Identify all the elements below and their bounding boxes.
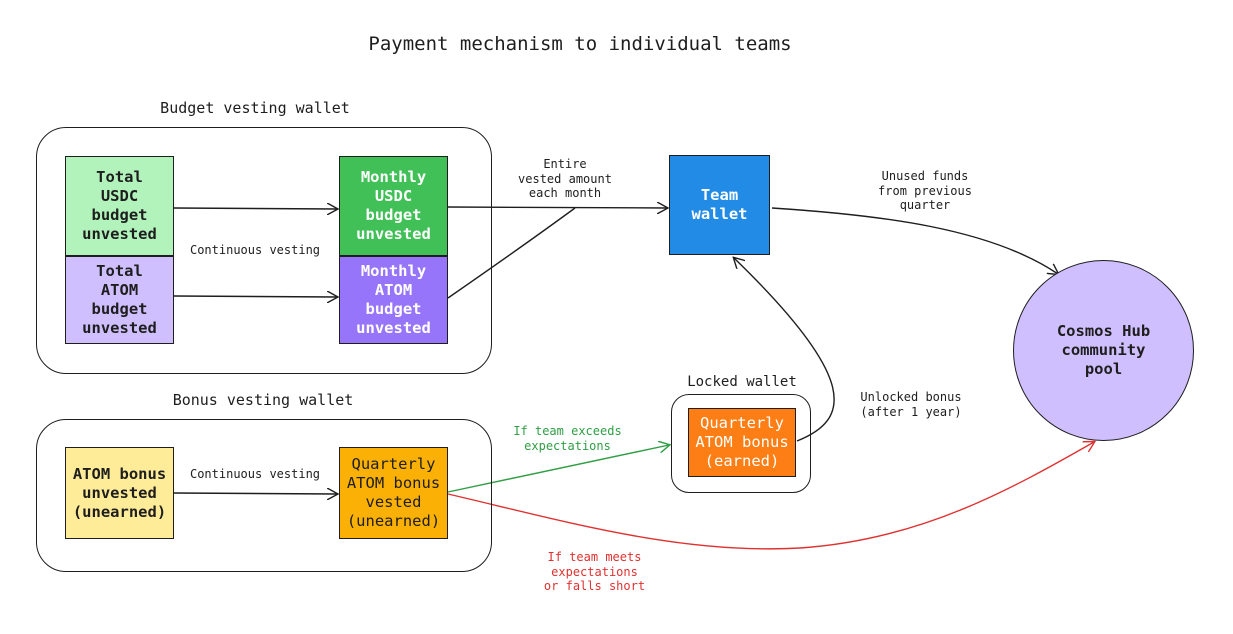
quarterly-earned-node: Quarterly ATOM bonus (earned) [688,408,796,477]
continuous-vesting-budget-label: Continuous vesting [189,243,321,257]
atom-bonus-unvested-node: ATOM bonus unvested (unearned) [65,447,174,539]
meets-label: If team meets expectations or falls shor… [543,550,646,593]
bonus-wallet-label: Bonus vesting wallet [172,391,354,409]
team-wallet-node: Team wallet [669,155,770,255]
monthly-usdc-node: Monthly USDC budget unvested [339,156,448,256]
entire-vested-label: Entire vested amount each month [518,157,612,200]
arrow-exceeds [447,445,669,493]
arrow-atom-vesting [173,296,337,297]
monthly-atom-node: Monthly ATOM budget unvested [339,256,448,344]
arrow-usdc-to-team [447,207,667,208]
quarterly-vested-node: Quarterly ATOM bonus vested (unearned) [339,447,448,539]
arrow-meets [447,442,1094,550]
unused-funds-label: Unused funds from previous quarter [878,169,972,212]
unlocked-bonus-label: Unlocked bonus (after 1 year) [860,390,962,419]
total-usdc-node: Total USDC budget unvested [65,156,174,256]
community-pool-node: Cosmos Hub community pool [1013,260,1194,441]
budget-wallet-label: Budget vesting wallet [160,99,350,117]
arrow-unlocked-to-team [734,258,835,442]
arrow-atom-to-team [447,207,576,299]
arrow-usdc-vesting [173,208,337,209]
diagram-title: Payment mechanism to individual teams [368,33,792,55]
budget-wallet-group [36,127,492,374]
bonus-wallet-group [36,419,492,572]
arrow-bonus-vesting [173,493,337,494]
locked-wallet-label: Locked wallet [687,374,797,390]
locked-wallet-group [671,394,811,493]
total-atom-node: Total ATOM budget unvested [65,256,174,344]
arrow-team-to-pool [771,207,1058,274]
continuous-vesting-bonus-label: Continuous vesting [189,467,321,481]
exceeds-label: If team exceeds expectations [513,424,622,453]
